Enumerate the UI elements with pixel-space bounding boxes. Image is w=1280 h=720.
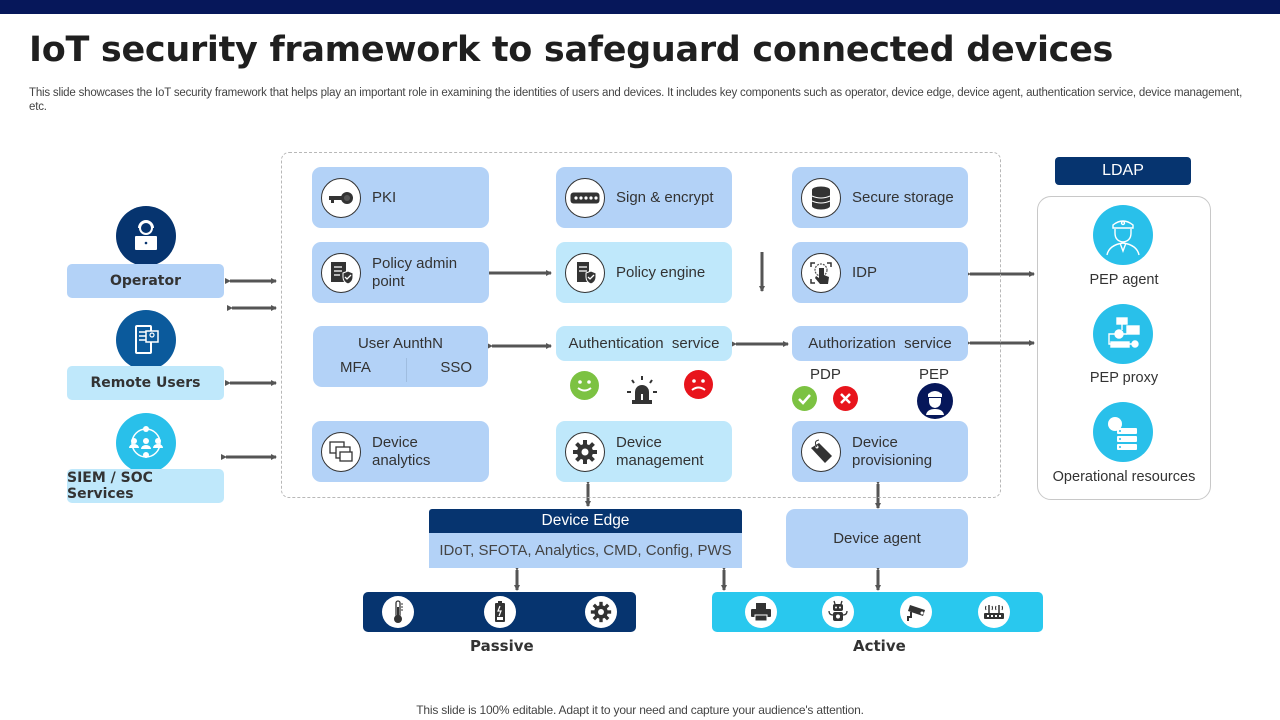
authn-divider bbox=[406, 358, 407, 382]
authentication-service-label: Authentication service bbox=[568, 334, 720, 352]
authentication-service-box[interactable]: Authentication service bbox=[556, 326, 732, 361]
policy-checklist-icon bbox=[321, 252, 361, 293]
device-edge-body: IDoT, SFOTA, Analytics, CMD, Config, PWS bbox=[429, 533, 742, 568]
policy-engine-label: Policy engine bbox=[616, 263, 706, 281]
policy-shield-icon bbox=[565, 252, 605, 293]
operator-icon bbox=[116, 206, 176, 266]
sad-face-icon bbox=[684, 370, 713, 399]
sso-label: SSO bbox=[440, 359, 472, 376]
secure-storage-label: Secure storage bbox=[852, 188, 954, 206]
key-icon bbox=[321, 177, 361, 218]
policy-admin-line2: point bbox=[372, 272, 405, 290]
device-provisioning-line1: Device bbox=[852, 433, 898, 451]
actor-operator[interactable]: Operator bbox=[67, 264, 224, 298]
user-authn-title: User AunthN bbox=[357, 335, 444, 352]
cross-icon bbox=[833, 386, 858, 411]
pep-label: PEP bbox=[919, 366, 950, 383]
thermometer-icon bbox=[382, 596, 414, 628]
pep-officer-icon bbox=[917, 383, 953, 419]
pki-label: PKI bbox=[372, 188, 397, 206]
actor-siem-soc-label: SIEM / SOC Services bbox=[67, 470, 153, 502]
ldap-title: LDAP bbox=[1102, 162, 1144, 179]
policy-engine-box[interactable]: Policy engine bbox=[556, 242, 732, 303]
page-title: IoT security framework to safeguard conn… bbox=[29, 30, 1114, 70]
operational-resources-label: Operational resources bbox=[1052, 469, 1196, 485]
device-edge-protocols: IDoT, SFOTA, Analytics, CMD, Config, PWS bbox=[439, 542, 732, 559]
check-icon bbox=[792, 386, 817, 411]
database-icon bbox=[801, 177, 841, 218]
sign-encrypt-label: Sign & encrypt bbox=[616, 188, 714, 206]
password-field-icon bbox=[565, 177, 605, 218]
passive-label: Passive bbox=[470, 637, 534, 655]
device-analytics-line1: Device bbox=[372, 433, 418, 451]
device-agent-label: Device agent bbox=[833, 529, 921, 547]
pdp-label: PDP bbox=[810, 366, 841, 383]
happy-face-icon bbox=[570, 371, 599, 400]
printer-icon bbox=[745, 596, 777, 628]
device-edge-title: Device Edge bbox=[541, 512, 630, 529]
actor-remote-users-label: Remote Users bbox=[90, 375, 201, 391]
authorization-service-label: Authorization service bbox=[808, 334, 952, 352]
remote-users-icon bbox=[116, 310, 176, 370]
device-management-line1: Device bbox=[616, 433, 662, 451]
idp-label: IDP bbox=[852, 263, 878, 281]
actor-operator-label: Operator bbox=[110, 273, 181, 289]
operational-resources-server-icon bbox=[1093, 402, 1153, 462]
active-label: Active bbox=[853, 637, 906, 655]
mfa-label: MFA bbox=[340, 359, 371, 376]
actor-siem-soc[interactable]: SIEM / SOC Services bbox=[67, 469, 224, 503]
ldap-container bbox=[1037, 196, 1211, 500]
footer-note: This slide is 100% editable. Adapt it to… bbox=[416, 703, 864, 717]
router-icon bbox=[978, 596, 1010, 628]
pki-box[interactable]: PKI bbox=[312, 167, 489, 228]
ldap-header[interactable]: LDAP bbox=[1055, 157, 1191, 185]
passive-gear-icon bbox=[585, 596, 617, 628]
pep-agent-label: PEP agent bbox=[1089, 272, 1159, 288]
device-analytics-line2: analytics bbox=[372, 451, 431, 469]
gear-icon bbox=[565, 431, 605, 472]
policy-admin-line1: Policy admin bbox=[372, 254, 458, 272]
device-provisioning-line2: provisioning bbox=[852, 451, 933, 469]
device-management-line2: management bbox=[616, 451, 704, 469]
sign-encrypt-box[interactable]: Sign & encrypt bbox=[556, 167, 732, 228]
actor-remote-users[interactable]: Remote Users bbox=[67, 366, 224, 400]
pep-agent-officer-icon bbox=[1093, 205, 1153, 265]
tag-icon bbox=[801, 431, 841, 472]
robot-icon bbox=[822, 596, 854, 628]
device-edge-header[interactable]: Device Edge bbox=[429, 509, 742, 533]
cctv-camera-icon bbox=[900, 596, 932, 628]
pep-proxy-flowchart-icon bbox=[1093, 304, 1153, 364]
secure-storage-box[interactable]: Secure storage bbox=[792, 167, 968, 228]
framework-container bbox=[281, 152, 1001, 498]
top-accent-bar bbox=[0, 0, 1280, 14]
alarm-siren-icon bbox=[625, 374, 659, 413]
pep-proxy-label: PEP proxy bbox=[1089, 370, 1159, 386]
page-subtitle: This slide showcases the IoT security fr… bbox=[29, 87, 1243, 113]
user-authn-box[interactable]: User AunthN MFA SSO bbox=[313, 326, 488, 387]
device-agent-box[interactable]: Device agent bbox=[786, 509, 968, 568]
idp-box[interactable]: IDP bbox=[792, 242, 968, 303]
battery-icon bbox=[484, 596, 516, 628]
fingerprint-touch-icon bbox=[801, 252, 841, 293]
monitors-icon bbox=[321, 431, 361, 472]
authorization-service-box[interactable]: Authorization service bbox=[792, 326, 968, 361]
siem-soc-icon bbox=[116, 413, 176, 473]
